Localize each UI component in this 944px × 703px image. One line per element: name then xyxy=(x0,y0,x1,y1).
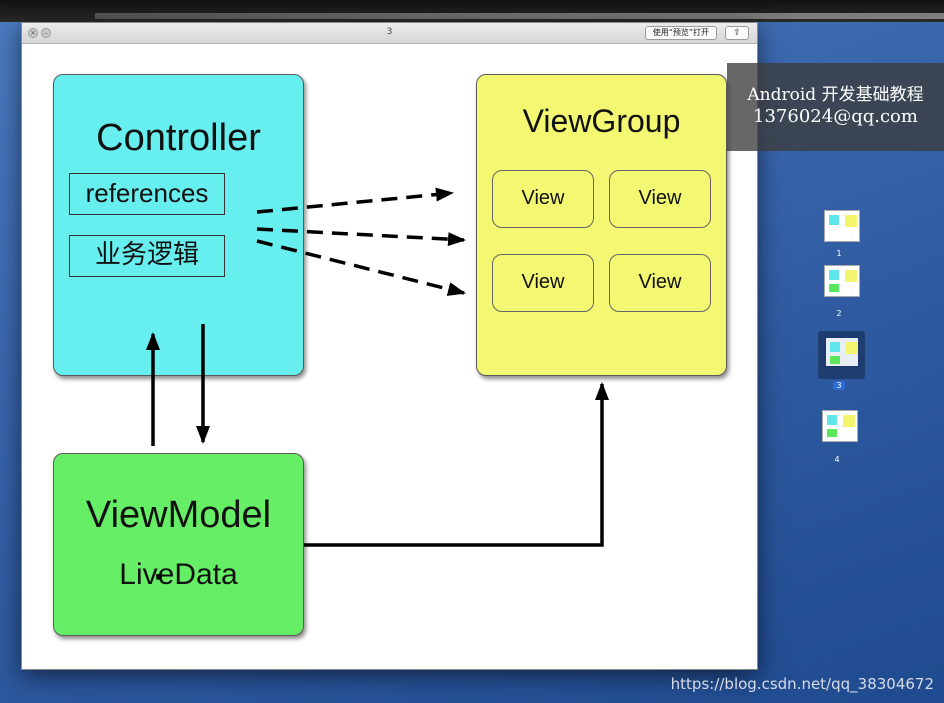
document-page: Controller references 业务逻辑 ViewGroup Vie… xyxy=(22,44,757,671)
viewmodel-box: ViewModel LiveData xyxy=(53,453,304,636)
top-bar xyxy=(0,0,944,22)
business-logic-box: 业务逻辑 xyxy=(69,235,225,277)
view-box: View xyxy=(492,254,594,312)
viewgroup-box: ViewGroup xyxy=(476,74,727,376)
page-thumbnail-3[interactable] xyxy=(820,336,860,374)
dashed-arrow xyxy=(256,239,466,296)
close-icon[interactable]: × xyxy=(28,28,38,38)
hand-cursor-icon: ☛ xyxy=(155,570,166,584)
watermark-title: Android 开发基础教程 xyxy=(747,85,924,105)
preview-window: × – 3 使用“预览”打开 ⇪ Controller references 业… xyxy=(21,22,758,670)
view-box: View xyxy=(492,170,594,228)
view-box: View xyxy=(609,170,711,228)
page-thumbnail-1[interactable] xyxy=(820,210,860,248)
diagram-arrows xyxy=(146,187,609,547)
controller-title: Controller xyxy=(96,117,261,159)
dashed-arrow xyxy=(256,227,466,247)
livedata-label: LiveData xyxy=(119,558,238,591)
window-titlebar: × – 3 使用“预览”打开 ⇪ xyxy=(22,23,757,44)
watermark-email: 1376024@qq.com xyxy=(753,106,918,127)
controller-box: Controller xyxy=(53,74,304,376)
livedata-arrow xyxy=(304,382,609,547)
window-title: 3 xyxy=(386,27,393,37)
share-icon[interactable]: ⇪ xyxy=(725,26,749,40)
thumbnail-label: 3 xyxy=(833,381,845,390)
thumbnail-label: 1 xyxy=(836,249,842,258)
minimize-icon[interactable]: – xyxy=(41,28,51,38)
view-box: View xyxy=(609,254,711,312)
watermark-overlay: Android 开发基础教程 1376024@qq.com xyxy=(727,63,944,151)
thumbnail-label: 4 xyxy=(834,455,840,464)
references-box: references xyxy=(69,173,225,215)
page-thumbnail-4[interactable] xyxy=(818,410,858,448)
video-progress-strip xyxy=(95,13,944,19)
page-thumbnail-2[interactable] xyxy=(820,265,860,303)
viewgroup-title: ViewGroup xyxy=(522,103,681,139)
source-url: https://blog.csdn.net/qq_38304672 xyxy=(670,675,934,693)
open-with-preview-button[interactable]: 使用“预览”打开 xyxy=(644,26,717,40)
viewmodel-title: ViewModel xyxy=(85,494,272,536)
dashed-arrow xyxy=(256,187,454,214)
thumbnail-label: 2 xyxy=(836,309,842,318)
